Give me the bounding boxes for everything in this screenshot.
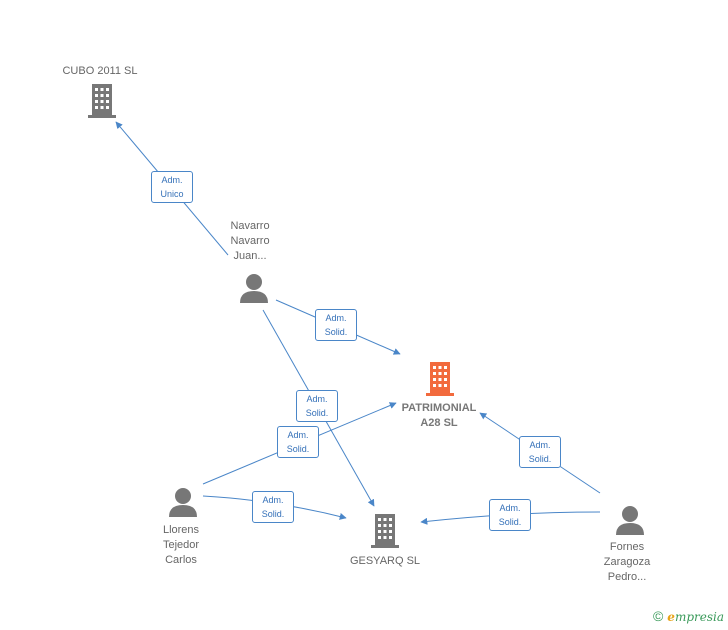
person-icon[interactable] <box>614 505 646 535</box>
building-icon-focus[interactable] <box>424 362 456 396</box>
node-label-fornes[interactable]: Fornes Zaragoza Pedro... <box>603 541 651 583</box>
node-label-cubo[interactable]: CUBO 2011 SL <box>62 65 138 77</box>
person-icon[interactable] <box>238 273 270 303</box>
edge-label-navarro-gesyarq[interactable]: Adm.Solid. <box>296 390 338 422</box>
building-icon[interactable] <box>369 514 401 548</box>
edge-label-navarro-patrimonial[interactable]: Adm.Solid. <box>315 309 357 341</box>
brand-footer: ©empresia <box>653 608 724 624</box>
node-label-llorens[interactable]: Llorens Tejedor Carlos <box>162 524 200 566</box>
person-icon[interactable] <box>167 487 199 517</box>
edge-label-llorens-gesyarq[interactable]: Adm.Solid. <box>252 491 294 523</box>
edge-label-fornes-gesyarq[interactable]: Adm.Solid. <box>489 499 531 531</box>
node-label-gesyarq[interactable]: GESYARQ SL <box>349 555 421 567</box>
building-icon[interactable] <box>86 84 118 118</box>
copyright-icon: © <box>652 608 664 624</box>
edge-label-navarro-cubo[interactable]: Adm.Unico <box>151 171 193 203</box>
node-label-navarro[interactable]: Navarro Navarro Juan... <box>230 220 270 262</box>
edge-label-fornes-patrimonial[interactable]: Adm.Solid. <box>519 436 561 468</box>
edge-label-llorens-patrimonial[interactable]: Adm.Solid. <box>277 426 319 458</box>
brand-logo: empresia <box>667 610 724 624</box>
node-label-patrimonial[interactable]: PATRIMONIAL A28 SL <box>401 402 477 429</box>
